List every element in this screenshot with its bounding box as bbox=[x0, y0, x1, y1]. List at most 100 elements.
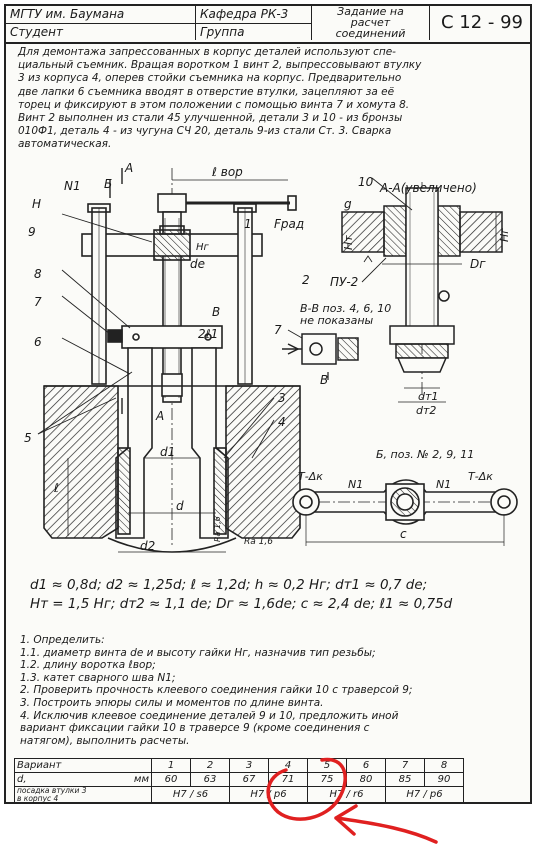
label-l-vor: ℓ вор bbox=[211, 165, 243, 179]
label-dr: Dг bbox=[470, 257, 486, 271]
variant-number: 8 bbox=[424, 758, 464, 773]
label-f-rad: Fрад bbox=[274, 217, 304, 231]
intro-line: Для демонтажа запрессованных в корпус де… bbox=[18, 46, 396, 58]
diameter-value: 71 bbox=[268, 772, 308, 787]
label-part-3: 3 bbox=[278, 391, 286, 405]
university-cell: МГТУ им. Баумана bbox=[6, 6, 196, 23]
label-n1-left: N1 bbox=[348, 478, 363, 491]
label-part-8: 8 bbox=[34, 267, 42, 281]
diameter-label: d, bbox=[17, 774, 27, 785]
intro-line: две лапки 6 съемника вводят в отверстие … bbox=[18, 85, 395, 98]
task-item: 4. Исключив клеевое соединение деталей 9… bbox=[20, 709, 399, 722]
formula-line-2: Hт = 1,5 Hг; dт2 ≈ 1,1 dе; Dг ≈ 1,6dе; c… bbox=[30, 596, 453, 612]
label-roughness-vertical: Ra 1,6 bbox=[213, 516, 222, 542]
label-n1-right: N1 bbox=[436, 478, 451, 491]
variant-number: 6 bbox=[346, 758, 386, 773]
label-part-6: 6 bbox=[34, 335, 42, 349]
label-d: d bbox=[176, 499, 184, 513]
label-part-9: 9 bbox=[28, 225, 36, 239]
student-cell: Студент bbox=[6, 23, 196, 40]
section-a-a bbox=[341, 177, 503, 403]
label-section-a-bottom: А bbox=[155, 409, 164, 423]
title-block: МГТУ им. Баумана Студент Кафедра РК-3 Гр… bbox=[6, 6, 530, 44]
label-view-bb: В-В поз. 4, 6, 10 bbox=[300, 302, 391, 315]
formula-line-1: d1 ≈ 0,8d; d2 ≈ 1,25d; ℓ ≈ 1,2d; h ≈ 0,2… bbox=[30, 577, 428, 593]
label-weld-right: Т-Δк bbox=[468, 470, 493, 483]
label-view-aa: А-А(увеличено) bbox=[379, 181, 477, 195]
variant-number: 1 bbox=[151, 758, 191, 773]
label-part-10: 10 bbox=[358, 175, 374, 189]
label-h: Н bbox=[32, 197, 41, 211]
label-pu2: ПУ-2 bbox=[330, 275, 358, 289]
task-title-line2: расчет bbox=[350, 16, 391, 29]
task-code: С 12 - 99 bbox=[440, 12, 524, 33]
intro-line: циальный съемник. Вращая воротком 1 винт… bbox=[18, 59, 422, 72]
label-d2: d2 bbox=[140, 539, 155, 553]
intro-line: 010Ф1, деталь 4 - из чугуна СЧ 20, детал… bbox=[18, 125, 392, 138]
label-view-b-top: Б bbox=[104, 177, 112, 191]
label-b-side: В bbox=[212, 305, 220, 319]
diameter-value: 75 bbox=[307, 772, 347, 787]
label-hr-section: Hг bbox=[498, 228, 511, 242]
diameter-unit: мм bbox=[133, 774, 149, 785]
label-l: ℓ bbox=[53, 481, 59, 495]
task-item: 3. Построить эпюры силы и моментов по дл… bbox=[20, 696, 324, 709]
fit-value: H7 / r6 bbox=[307, 786, 386, 803]
intro-line: 3 из корпуса 4, оперев стойки съемника н… bbox=[18, 72, 402, 85]
variant-number: 5 bbox=[307, 758, 347, 773]
intro-line: Винт 2 выполнен из стали 45 улучшенной, … bbox=[18, 112, 403, 125]
task-item: натягом), выполнить расчеты. bbox=[20, 734, 190, 747]
task-item: 1.3. катет сварного шва N1; bbox=[20, 671, 176, 684]
variant-number: 4 bbox=[268, 758, 308, 773]
variant-number: 3 bbox=[229, 758, 269, 773]
label-part-1: 1 bbox=[244, 217, 252, 231]
variant-header: Вариант bbox=[14, 758, 152, 773]
label-view-b: Б, поз. № 2, 9, 11 bbox=[376, 448, 474, 461]
label-weld-left: Т-Δк bbox=[298, 470, 323, 483]
task-title-line1: Задание на bbox=[337, 6, 404, 18]
variant-number: 7 bbox=[385, 758, 425, 773]
section-b-b bbox=[282, 329, 359, 380]
main-view bbox=[37, 168, 301, 553]
task-item: 1.1. диаметр винта dе и высоту гайки Hг,… bbox=[20, 646, 376, 659]
task-description: Для демонтажа запрессованных в корпус де… bbox=[18, 46, 526, 152]
variant-number: 2 bbox=[190, 758, 230, 773]
label-2l1: 2ℓ1 bbox=[198, 327, 218, 341]
label-section-b: В bbox=[320, 373, 328, 387]
label-dt2: dт2 bbox=[416, 404, 436, 417]
diameter-value: 80 bbox=[346, 772, 386, 787]
fit-value: H7 / p6 bbox=[229, 786, 308, 803]
fit-value: H7 / p6 bbox=[385, 786, 464, 803]
label-c: с bbox=[400, 527, 407, 541]
label-d-e: dе bbox=[190, 257, 205, 271]
diameter-value: 67 bbox=[229, 772, 269, 787]
label-part-7b: 7 bbox=[274, 323, 282, 337]
fit-label-1: посадка втулки 3 bbox=[17, 786, 87, 795]
fit-label-2: в корпус 4 bbox=[17, 793, 59, 803]
task-item: 2. Проверить прочность клеевого соединен… bbox=[20, 684, 413, 697]
task-item: 1.2. длину воротка ℓвор; bbox=[20, 659, 156, 672]
diameter-value: 85 bbox=[385, 772, 425, 787]
diameter-header: d, мм bbox=[14, 772, 152, 787]
diameter-value: 63 bbox=[190, 772, 230, 787]
task-item: 1. Определить: bbox=[20, 634, 105, 646]
fit-value: H7 / s6 bbox=[151, 786, 230, 803]
label-g: g bbox=[344, 197, 352, 211]
label-view-bb-note: не показаны bbox=[300, 314, 374, 327]
task-title-line3: соединений bbox=[335, 27, 406, 40]
diameter-value: 90 bbox=[424, 772, 464, 787]
table-row: Вариант 1 2 3 4 5 6 7 8 bbox=[14, 758, 464, 773]
view-b-traverse bbox=[292, 479, 518, 546]
puller-drawing: А Б ℓ вор N1 Н 9 8 7 6 5 1 2 3 4 Fрад dе… bbox=[24, 161, 518, 553]
task-sheet: МГТУ им. Баумана Студент Кафедра РК-3 Гр… bbox=[4, 4, 532, 804]
label-hr: Hг bbox=[196, 242, 210, 253]
task-title-cell: Задание на расчет соединений bbox=[312, 6, 430, 40]
variants-table: Вариант 1 2 3 4 5 6 7 8 d,мм 60 63 67 71… bbox=[14, 758, 464, 803]
label-part-7: 7 bbox=[34, 295, 42, 309]
dimension-formulas: d1 ≈ 0,8d; d2 ≈ 1,25d; ℓ ≈ 1,2d; h ≈ 0,2… bbox=[30, 576, 520, 614]
diameter-value: 60 bbox=[151, 772, 191, 787]
label-section-a-top: А bbox=[124, 161, 133, 175]
group-cell: Группа bbox=[196, 23, 312, 40]
task-item: вариант фиксации гайки 10 в траверсе 9 (… bbox=[20, 722, 370, 735]
